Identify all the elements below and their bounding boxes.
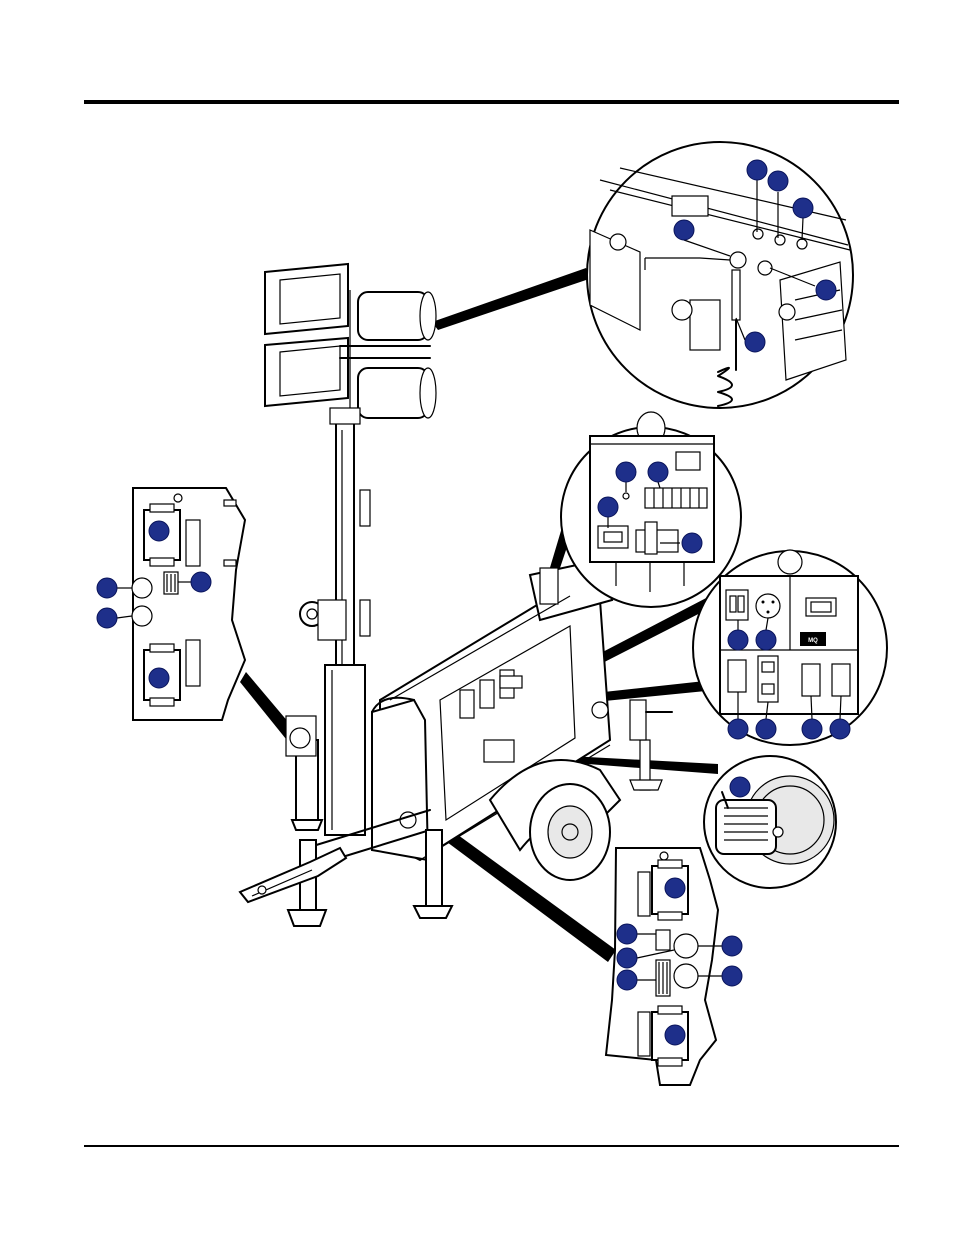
callout-marker-c02 (768, 171, 788, 191)
callout-marker-c25 (617, 948, 637, 968)
callout-marker-c03 (793, 198, 813, 218)
callout-marker-c01 (747, 160, 767, 180)
side-junction-box (286, 716, 316, 756)
callout-marker-c12 (97, 578, 117, 598)
callout-marker-c24 (617, 924, 637, 944)
light-fixtures (265, 264, 436, 420)
callout-marker-c27 (617, 970, 637, 990)
callout-marker-c18 (728, 719, 748, 739)
callout-marker-c05 (816, 280, 836, 300)
callout-marker-c23 (665, 878, 685, 898)
callout-marker-c22 (730, 777, 750, 797)
callout-marker-c13 (191, 572, 211, 592)
callout-marker-c19 (756, 719, 776, 739)
lamp-wiring-detail (587, 142, 853, 408)
leader-wedge-lamp-detail (432, 268, 592, 330)
left-side-panel-detail (117, 488, 245, 720)
trailer-tongue (240, 848, 346, 902)
callout-marker-c14 (97, 608, 117, 628)
callout-marker-c09 (598, 497, 618, 517)
callout-marker-c10 (682, 533, 702, 553)
generator-detail (704, 756, 836, 888)
callout-marker-c28 (722, 966, 742, 986)
callout-marker-c06 (745, 332, 765, 352)
control-panel-detail: MQ (693, 550, 887, 745)
callout-marker-c20 (802, 719, 822, 739)
callout-marker-c26 (722, 936, 742, 956)
callout-marker-c21 (830, 719, 850, 739)
mast-winch (300, 600, 346, 640)
callout-marker-c04 (674, 220, 694, 240)
callout-marker-c08 (648, 462, 668, 482)
mq-logo: MQ (808, 638, 818, 644)
control-box-detail (561, 412, 741, 607)
callout-marker-c07 (616, 462, 636, 482)
callout-marker-c17 (756, 630, 776, 650)
callout-marker-c16 (728, 630, 748, 650)
callout-marker-c15 (149, 668, 169, 688)
callout-marker-c11 (149, 521, 169, 541)
callout-marker-c29 (665, 1025, 685, 1045)
